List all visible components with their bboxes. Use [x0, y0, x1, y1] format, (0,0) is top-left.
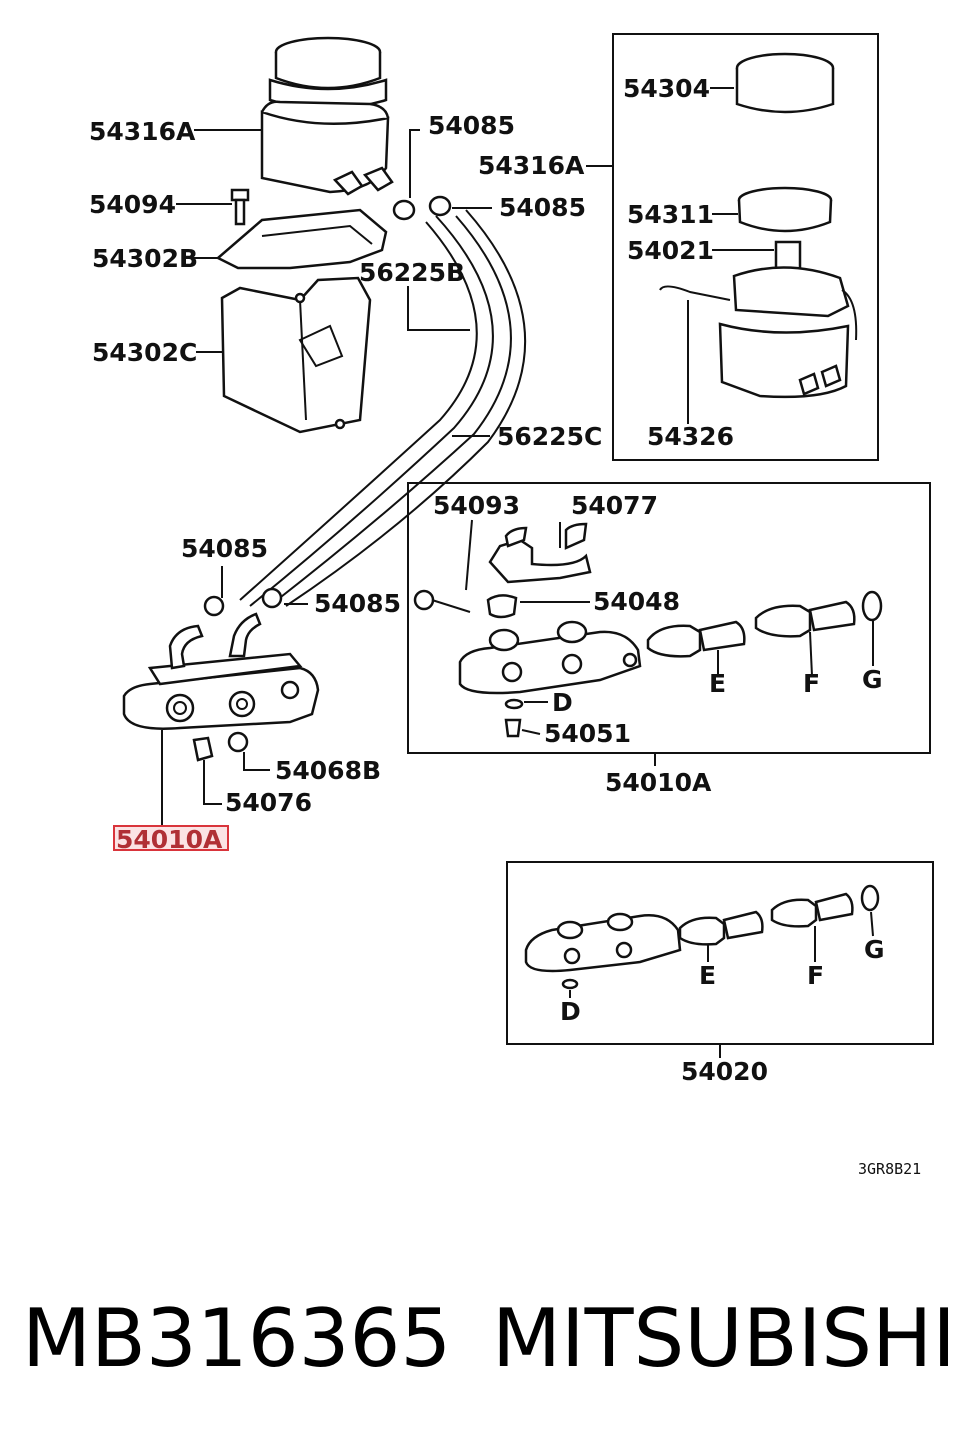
leader-lines [161, 87, 874, 1058]
callout-54068B: 54068B [275, 756, 381, 785]
brand-name: MITSUBISHI [492, 1292, 956, 1385]
diagram-code: 3GR8B21 [858, 1160, 921, 1178]
callout-54304: 54304 [623, 74, 710, 103]
callout-E-54010A: E [709, 669, 726, 698]
brake-hoses [239, 209, 526, 607]
callout-54094: 54094 [89, 190, 176, 219]
reservoir-assembly-drawing [215, 36, 394, 434]
master-cylinder-54020-exploded [524, 884, 880, 990]
callout-labels: 54316A 54085 54094 54085 54302B 56225B 5… [89, 74, 921, 1178]
callout-54021: 54021 [627, 236, 714, 265]
callout-54010A-box: 54010A [605, 768, 712, 797]
callout-54020: 54020 [681, 1057, 768, 1086]
callout-54093: 54093 [433, 491, 520, 520]
callout-54085-low2: 54085 [314, 589, 401, 618]
callout-F-54010A: F [803, 669, 820, 698]
callout-E-54020: E [699, 961, 716, 990]
callout-D-54020: D [560, 997, 581, 1026]
callout-54051: 54051 [544, 719, 631, 748]
callout-54048: 54048 [593, 587, 680, 616]
callout-G-54020: G [864, 935, 885, 964]
callout-D-54010A: D [552, 688, 573, 717]
callout-54085-low1: 54085 [181, 534, 268, 563]
callout-G-54010A: G [862, 665, 883, 694]
master-cylinder-left [122, 587, 320, 762]
callout-54302C: 54302C [92, 338, 197, 367]
hose-clips-upper [392, 195, 452, 221]
callout-54010A-highlighted[interactable]: 54010A [116, 825, 223, 854]
callout-54316A-left: 54316A [89, 117, 196, 146]
callout-54326: 54326 [647, 422, 734, 451]
part-number: MB316365 [22, 1292, 451, 1385]
callout-54316A-right: 54316A [478, 151, 585, 180]
callout-54302B: 54302B [92, 244, 198, 273]
reservoir-variant-box [612, 33, 879, 461]
callout-54077: 54077 [571, 491, 658, 520]
master-cylinder-54010A-box [407, 482, 931, 754]
callout-F-54020: F [807, 961, 824, 990]
callout-54076: 54076 [225, 788, 312, 817]
callout-54085-mid: 54085 [499, 193, 586, 222]
callout-54085-top: 54085 [428, 111, 515, 140]
highlight-box [113, 825, 229, 851]
reservoir-variant-drawing [659, 52, 858, 399]
callout-56225B: 56225B [359, 258, 465, 287]
callout-56225C: 56225C [497, 422, 602, 451]
master-cylinder-54010A-exploded [413, 522, 883, 738]
callout-54311: 54311 [627, 200, 714, 229]
